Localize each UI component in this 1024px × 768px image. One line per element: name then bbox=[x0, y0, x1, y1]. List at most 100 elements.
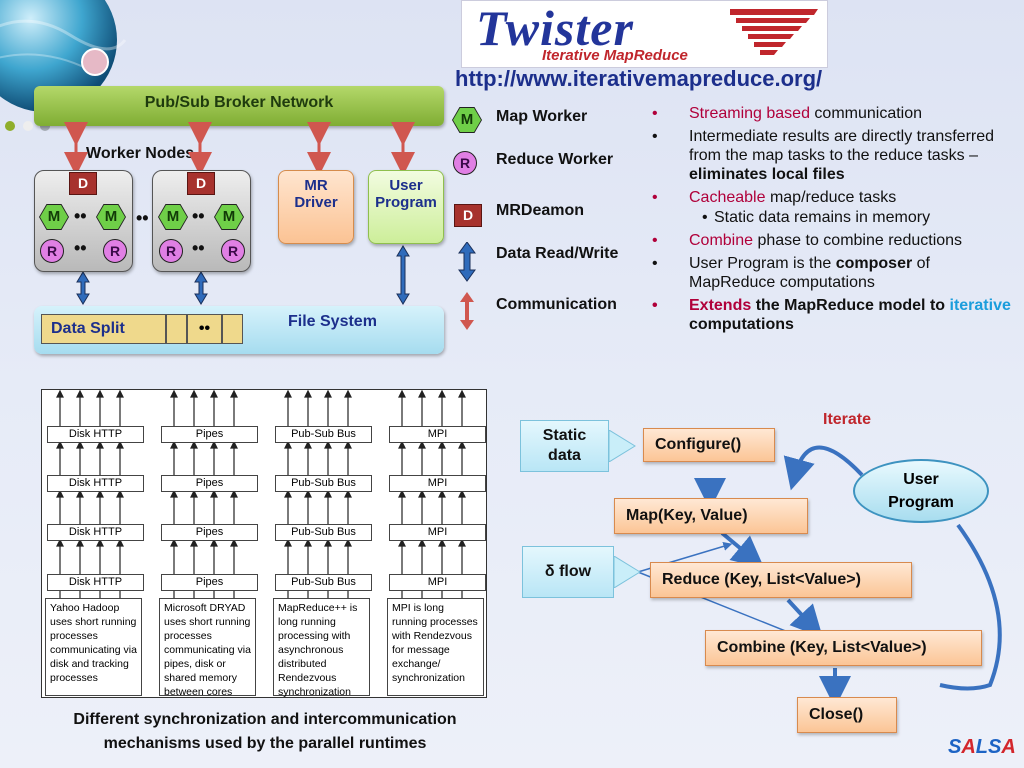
sync-arrowhead bbox=[458, 538, 466, 547]
website-url[interactable]: http://www.iterativemapreduce.org/ bbox=[455, 66, 823, 91]
sync-arrowhead bbox=[418, 390, 426, 398]
pubsub-bus-box: Pub-Sub Bus bbox=[275, 524, 372, 541]
sync-arrowhead bbox=[398, 440, 406, 449]
combine-box: Combine (Key, List<Value>) bbox=[705, 630, 982, 666]
sync-arrowhead bbox=[116, 440, 124, 449]
sync-arrowhead bbox=[190, 390, 198, 398]
worker-nodes-label: Worker Nodes bbox=[86, 145, 195, 162]
sync-arrowhead bbox=[76, 440, 84, 449]
map-worker-icon: M bbox=[40, 205, 68, 229]
static-data-pointer-icon bbox=[609, 430, 636, 462]
sync-arrowhead bbox=[210, 489, 218, 498]
file-system-label: File System bbox=[288, 313, 377, 330]
sync-arrowhead bbox=[344, 538, 352, 547]
legend-communication-icon bbox=[460, 292, 474, 330]
close-box: Close() bbox=[797, 697, 897, 733]
sync-arrowhead bbox=[56, 440, 64, 449]
reduce-worker-icon: R bbox=[221, 239, 245, 263]
mr-driver-box: MR Driver bbox=[278, 170, 354, 244]
sync-arrowhead bbox=[96, 538, 104, 547]
pipes-box: Pipes bbox=[161, 574, 258, 591]
sync-arrowhead bbox=[170, 390, 178, 398]
legend-communication: Communication bbox=[496, 296, 617, 313]
map-worker-icon: M bbox=[159, 205, 187, 229]
sync-arrowhead bbox=[210, 440, 218, 449]
disk-http-box: Disk HTTP bbox=[47, 426, 144, 443]
bullet-item: •Combine phase to combine reductions bbox=[652, 232, 963, 249]
sync-arrowhead bbox=[324, 489, 332, 498]
data-rw-arrows bbox=[76, 245, 410, 305]
legend-reduce-icon: R bbox=[453, 151, 477, 175]
sync-arrowhead bbox=[170, 538, 178, 547]
sync-arrowhead bbox=[458, 440, 466, 449]
sync-arrowhead bbox=[304, 440, 312, 449]
sync-arrowhead bbox=[230, 440, 238, 449]
sync-arrowhead bbox=[170, 489, 178, 498]
mapreducepp-description: MapReduce++ is long running processing w… bbox=[273, 598, 370, 698]
sync-arrowhead bbox=[438, 538, 446, 547]
map-box: Map(Key, Value) bbox=[614, 498, 808, 534]
sync-arrowhead bbox=[56, 489, 64, 498]
pubsub-bus-box: Pub-Sub Bus bbox=[275, 475, 372, 492]
logo-title: Twister bbox=[476, 0, 634, 56]
ellipsis: •• bbox=[74, 206, 87, 226]
sync-arrowhead bbox=[324, 390, 332, 398]
sync-arrowhead bbox=[116, 390, 124, 398]
legend-data-rw-icon bbox=[458, 242, 476, 282]
sync-arrowhead bbox=[76, 390, 84, 398]
dryad-description: Microsoft DRYAD uses short running proce… bbox=[159, 598, 256, 698]
sync-arrowhead bbox=[418, 538, 426, 547]
delta-flow-box: δ flow bbox=[522, 546, 614, 598]
sync-mechanisms-panel: Disk HTTP Disk HTTP Disk HTTP Disk HTTP … bbox=[41, 389, 487, 698]
legend-data-rw: Data Read/Write bbox=[496, 245, 619, 262]
ellipsis: •• bbox=[74, 238, 87, 258]
sync-arrowhead bbox=[438, 440, 446, 449]
sync-arrowhead bbox=[398, 489, 406, 498]
sync-arrowhead bbox=[230, 538, 238, 547]
bullet-item: •Cacheable map/reduce tasks bbox=[652, 189, 897, 206]
sync-arrowhead bbox=[96, 440, 104, 449]
sync-arrowhead bbox=[304, 489, 312, 498]
user-program-ellipse: User Program bbox=[853, 459, 989, 523]
legend-daemon-icon: D bbox=[454, 204, 482, 227]
disk-http-box: Disk HTTP bbox=[47, 524, 144, 541]
sync-arrowhead bbox=[210, 390, 218, 398]
sync-arrowhead bbox=[76, 538, 84, 547]
data-split-cell bbox=[222, 314, 243, 344]
data-split-cell bbox=[166, 314, 187, 344]
sync-arrowhead bbox=[230, 390, 238, 398]
bullet-item: •Streaming based communication bbox=[652, 105, 923, 122]
sync-arrowhead bbox=[438, 489, 446, 498]
sync-arrowhead bbox=[418, 489, 426, 498]
reduce-box: Reduce (Key, List<Value>) bbox=[650, 562, 912, 598]
architecture-arrows bbox=[64, 122, 415, 305]
map-worker-icon: M bbox=[215, 205, 243, 229]
pubsub-broker-network: Pub/Sub Broker Network bbox=[34, 86, 444, 126]
data-split-cell-ellipsis: •• bbox=[187, 314, 222, 344]
sync-arrowhead bbox=[438, 390, 446, 398]
sync-arrowhead bbox=[76, 489, 84, 498]
mpi-box: MPI bbox=[389, 426, 486, 443]
sync-arrowhead bbox=[190, 489, 198, 498]
sync-arrowhead bbox=[190, 538, 198, 547]
sync-arrowhead bbox=[116, 538, 124, 547]
bullet-item: •Intermediate results are directly trans… bbox=[652, 128, 995, 183]
logo-subtitle: Iterative MapReduce bbox=[542, 47, 688, 64]
disk-http-box: Disk HTTP bbox=[47, 475, 144, 492]
sync-arrowhead bbox=[116, 489, 124, 498]
sync-arrowhead bbox=[56, 538, 64, 547]
data-split: Data Split bbox=[41, 314, 166, 344]
delta-flow-pointer-icon bbox=[614, 556, 641, 588]
legend-reduce-worker: Reduce Worker bbox=[496, 151, 614, 168]
disk-http-box: Disk HTTP bbox=[47, 574, 144, 591]
sync-arrowhead bbox=[398, 390, 406, 398]
sync-arrowhead bbox=[284, 390, 292, 398]
sync-caption: Different synchronization and intercommu… bbox=[73, 711, 457, 752]
daemon-box: D bbox=[69, 172, 97, 195]
sync-arrowhead bbox=[284, 489, 292, 498]
bullet-item: •Extends the MapReduce model to iterativ… bbox=[652, 297, 1011, 333]
sync-arrowhead bbox=[458, 390, 466, 398]
sync-arrowhead bbox=[458, 489, 466, 498]
reduce-worker-icon: R bbox=[159, 239, 183, 263]
ellipsis: •• bbox=[192, 206, 205, 226]
